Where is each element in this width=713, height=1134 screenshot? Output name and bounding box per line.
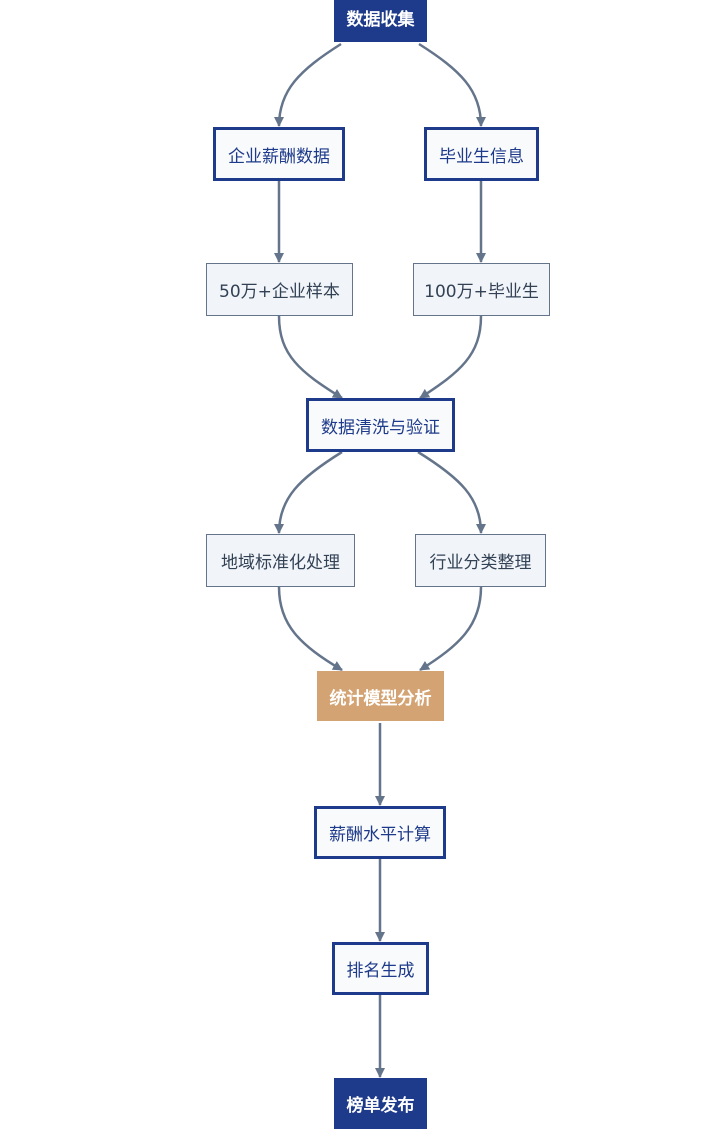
node-salary-calculation: 薪酬水平计算: [314, 806, 446, 859]
edge-collection-to-graduate: [418, 42, 486, 127]
node-industry-classification: 行业分类整理: [415, 534, 546, 587]
edge-cleaning-to-industry: [417, 450, 486, 534]
edge-enterprise-samples-to-cleaning: [277, 315, 343, 400]
node-label: 数据收集: [346, 9, 415, 30]
node-enterprise-salary-data: 企业薪酬数据: [213, 127, 345, 181]
node-label: 毕业生信息: [439, 146, 524, 167]
edge-cleaning-to-regional: [274, 450, 343, 534]
node-ranking-release: 榜单发布: [334, 1078, 427, 1129]
node-label: 统计模型分析: [329, 688, 432, 709]
node-statistical-modeling: 统计模型分析: [317, 671, 444, 721]
node-label: 榜单发布: [346, 1096, 415, 1116]
node-label: 地域标准化处理: [221, 553, 340, 573]
node-data-cleaning: 数据清洗与验证: [306, 398, 455, 452]
node-regional-standardization: 地域标准化处理: [206, 534, 355, 587]
node-label: 企业薪酬数据: [228, 146, 330, 167]
node-data-collection: 数据收集: [334, 0, 427, 42]
node-label: 薪酬水平计算: [329, 825, 431, 845]
node-enterprise-samples: 50万+企业样本: [206, 263, 353, 316]
node-label: 50万+企业样本: [219, 282, 340, 302]
node-label: 行业分类整理: [429, 553, 532, 573]
edge-regional-to-modeling: [277, 586, 343, 672]
edge-collection-to-enterprise: [274, 42, 342, 127]
node-label: 数据清洗与验证: [321, 417, 440, 438]
edge-industry-to-modeling: [419, 586, 483, 672]
node-label: 100万+毕业生: [424, 282, 539, 302]
node-graduate-samples: 100万+毕业生: [413, 263, 550, 316]
node-graduate-info: 毕业生信息: [424, 127, 539, 181]
node-label: 排名生成: [346, 961, 415, 981]
edge-graduate-samples-to-cleaning: [419, 315, 483, 400]
node-ranking-generation: 排名生成: [332, 942, 429, 995]
